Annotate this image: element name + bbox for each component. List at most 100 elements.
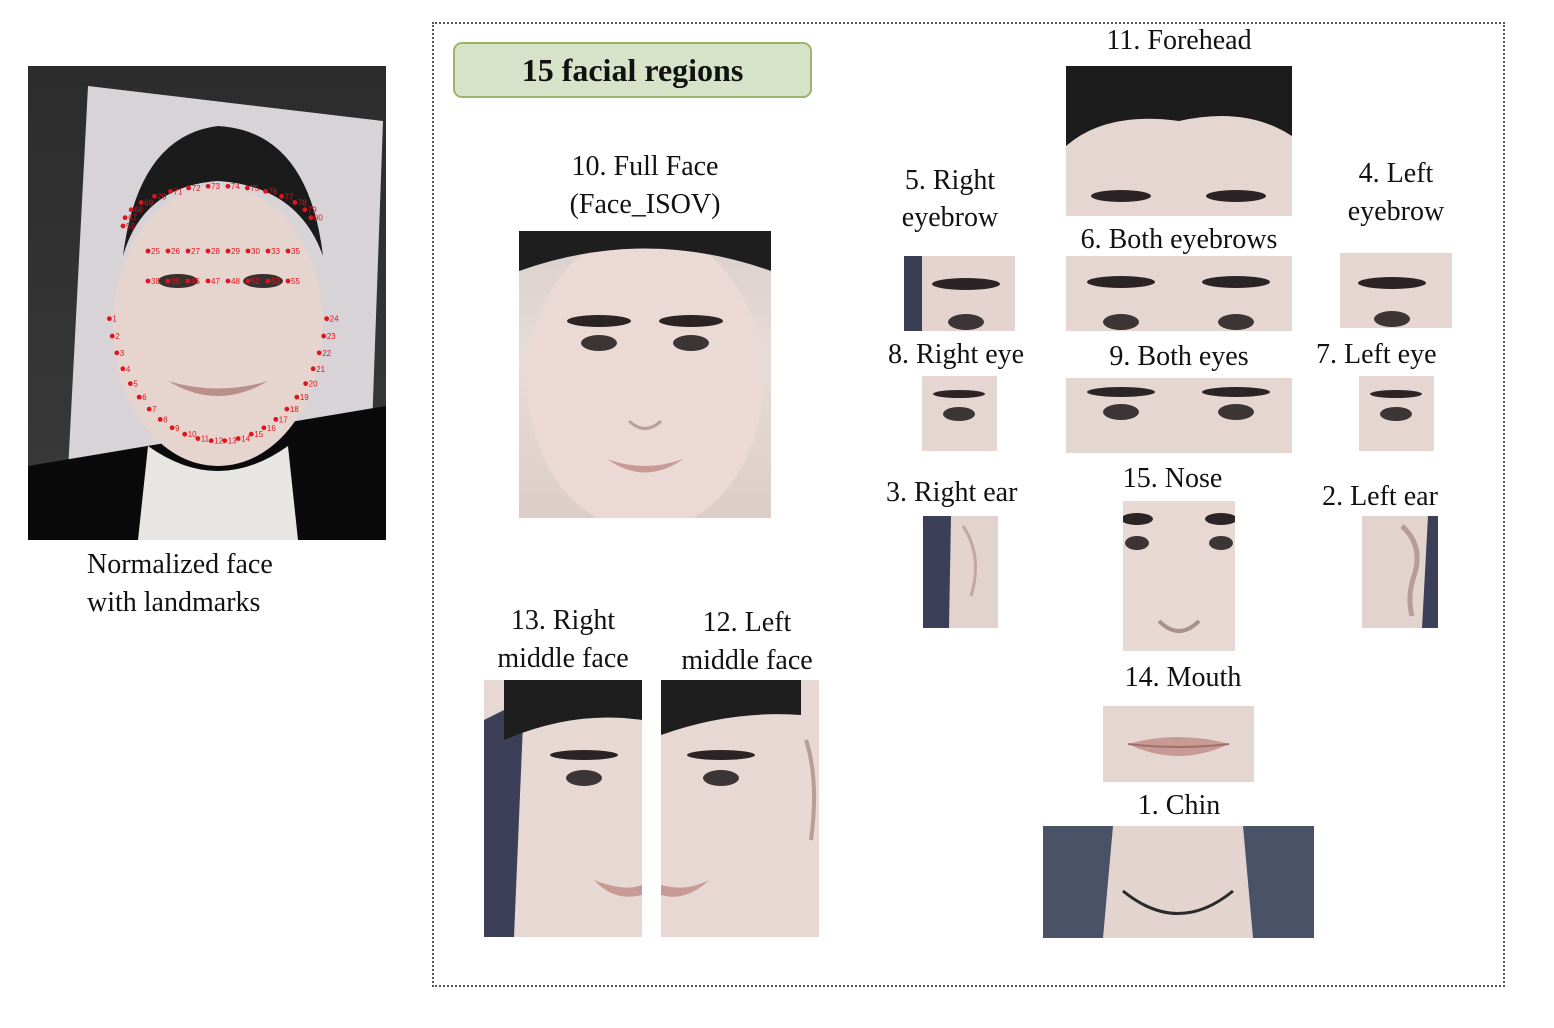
landmark-number: 10 — [188, 430, 197, 439]
left-caption-line1: Normalized face — [87, 549, 273, 580]
landmark-point: 18 — [284, 405, 299, 414]
landmark-number: 18 — [290, 405, 299, 414]
both-eyes-label: 9. Both eyes — [1109, 341, 1249, 372]
left-middle-face-label-line2: middle face — [681, 645, 813, 676]
normalized-face-illustration — [28, 86, 386, 540]
left-middle-face-crop — [661, 680, 819, 937]
landmark-point: 39 — [165, 277, 180, 286]
landmark-number: 25 — [151, 247, 160, 256]
landmark-number: 17 — [279, 415, 288, 424]
landmark-point: 52 — [245, 277, 260, 286]
nose-label: 15. Nose — [1122, 463, 1223, 494]
full-face-label-line1: 10. Full Face — [571, 151, 719, 182]
right-middle-face-label-line2: middle face — [497, 643, 629, 674]
landmark-point: 4 — [120, 365, 131, 374]
landmark-point: 29 — [225, 247, 240, 256]
landmark-number: 4 — [126, 365, 131, 374]
landmark-number: 67 — [128, 214, 137, 223]
landmark-point: 28 — [205, 247, 220, 256]
landmark-number: 68 — [134, 206, 143, 215]
landmark-point: 38 — [145, 277, 160, 286]
landmark-number: 35 — [291, 247, 300, 256]
right-eyebrow-label-line2: eyebrow — [901, 202, 999, 233]
landmark-number: 23 — [327, 332, 336, 341]
landmark-number: 6 — [142, 393, 147, 402]
landmark-number: 47 — [211, 277, 220, 286]
landmark-point: 3 — [114, 349, 125, 358]
landmark-point: 7 — [146, 405, 157, 414]
landmark-number: 48 — [231, 277, 240, 286]
landmark-point: 30 — [245, 247, 260, 256]
landmark-number: 7 — [152, 405, 157, 414]
right-ear-crop — [923, 516, 998, 628]
right-eye-label: 8. Right eye — [888, 339, 1025, 370]
landmark-point: 72 — [186, 184, 201, 193]
left-middle-face-label-line1: 12. Left — [702, 607, 792, 638]
landmark-point: 23 — [321, 332, 336, 341]
landmark-point: 10 — [182, 430, 197, 439]
landmark-point: 25 — [145, 247, 160, 256]
full-face-crop — [519, 231, 771, 518]
landmark-number: 78 — [298, 198, 307, 207]
landmark-number: 38 — [151, 277, 160, 286]
landmark-number: 75 — [250, 184, 259, 193]
left-caption-line2: with landmarks — [87, 587, 261, 618]
landmark-point: 20 — [303, 380, 318, 389]
landmark-point: 67 — [122, 214, 138, 223]
landmark-point: 17 — [273, 415, 288, 424]
landmark-number: 5 — [133, 380, 138, 389]
landmark-number: 21 — [316, 365, 325, 374]
landmark-number: 76 — [269, 187, 278, 196]
landmark-point: 22 — [316, 349, 332, 358]
mouth-label: 14. Mouth — [1124, 662, 1242, 693]
landmark-number: 12 — [214, 437, 223, 446]
landmark-point: 8 — [157, 415, 168, 424]
landmark-number: 52 — [251, 277, 260, 286]
landmark-number: 26 — [171, 247, 180, 256]
mouth-crop — [1103, 706, 1254, 782]
landmark-point: 1 — [106, 315, 117, 324]
landmark-point: 24 — [324, 315, 339, 324]
landmark-number: 39 — [171, 277, 180, 286]
landmark-number: 80 — [314, 214, 323, 223]
forehead-crop — [1066, 66, 1292, 216]
landmark-point: 2 — [109, 332, 120, 341]
chin-label: 1. Chin — [1137, 790, 1221, 821]
landmark-point: 59 — [120, 222, 135, 231]
landmark-number: 9 — [175, 424, 180, 433]
landmark-point: 45 — [185, 277, 200, 286]
landmark-number: 77 — [285, 192, 294, 201]
left-eyebrow-crop — [1340, 253, 1452, 328]
regions-title-badge: 15 facial regions — [453, 42, 812, 98]
landmark-number: 2 — [115, 332, 120, 341]
left-eyebrow-label-line2: eyebrow — [1347, 196, 1445, 227]
landmark-point: 79 — [302, 206, 317, 215]
both-eyebrows-label: 6. Both eyebrows — [1080, 224, 1278, 255]
landmark-point: 71 — [168, 187, 183, 196]
landmark-number: 73 — [211, 182, 220, 191]
landmark-point: 5 — [127, 380, 138, 389]
landmark-number: 29 — [231, 247, 240, 256]
landmark-number: 14 — [241, 435, 250, 444]
right-eye-crop — [922, 376, 997, 451]
landmark-point: 12 — [208, 437, 224, 446]
landmark-number: 15 — [254, 430, 263, 439]
left-eyebrow-label-line1: 4. Left — [1358, 158, 1434, 189]
full-face-label-line2: (Face_ISOV) — [569, 189, 721, 220]
landmark-number: 70 — [157, 192, 166, 201]
landmark-point: 80 — [308, 214, 323, 223]
landmark-number: 22 — [322, 349, 331, 358]
landmark-point: 69 — [138, 198, 154, 207]
landmark-point: 53 — [265, 277, 280, 286]
landmark-number: 79 — [308, 206, 317, 215]
landmark-point: 15 — [248, 430, 264, 439]
regions-frame — [432, 22, 1505, 987]
landmark-point: 75 — [244, 184, 260, 193]
landmark-point: 78 — [292, 198, 307, 207]
landmark-number: 45 — [191, 277, 200, 286]
landmark-number: 59 — [126, 222, 135, 231]
landmark-number: 30 — [251, 247, 260, 256]
landmark-number: 24 — [330, 315, 339, 324]
